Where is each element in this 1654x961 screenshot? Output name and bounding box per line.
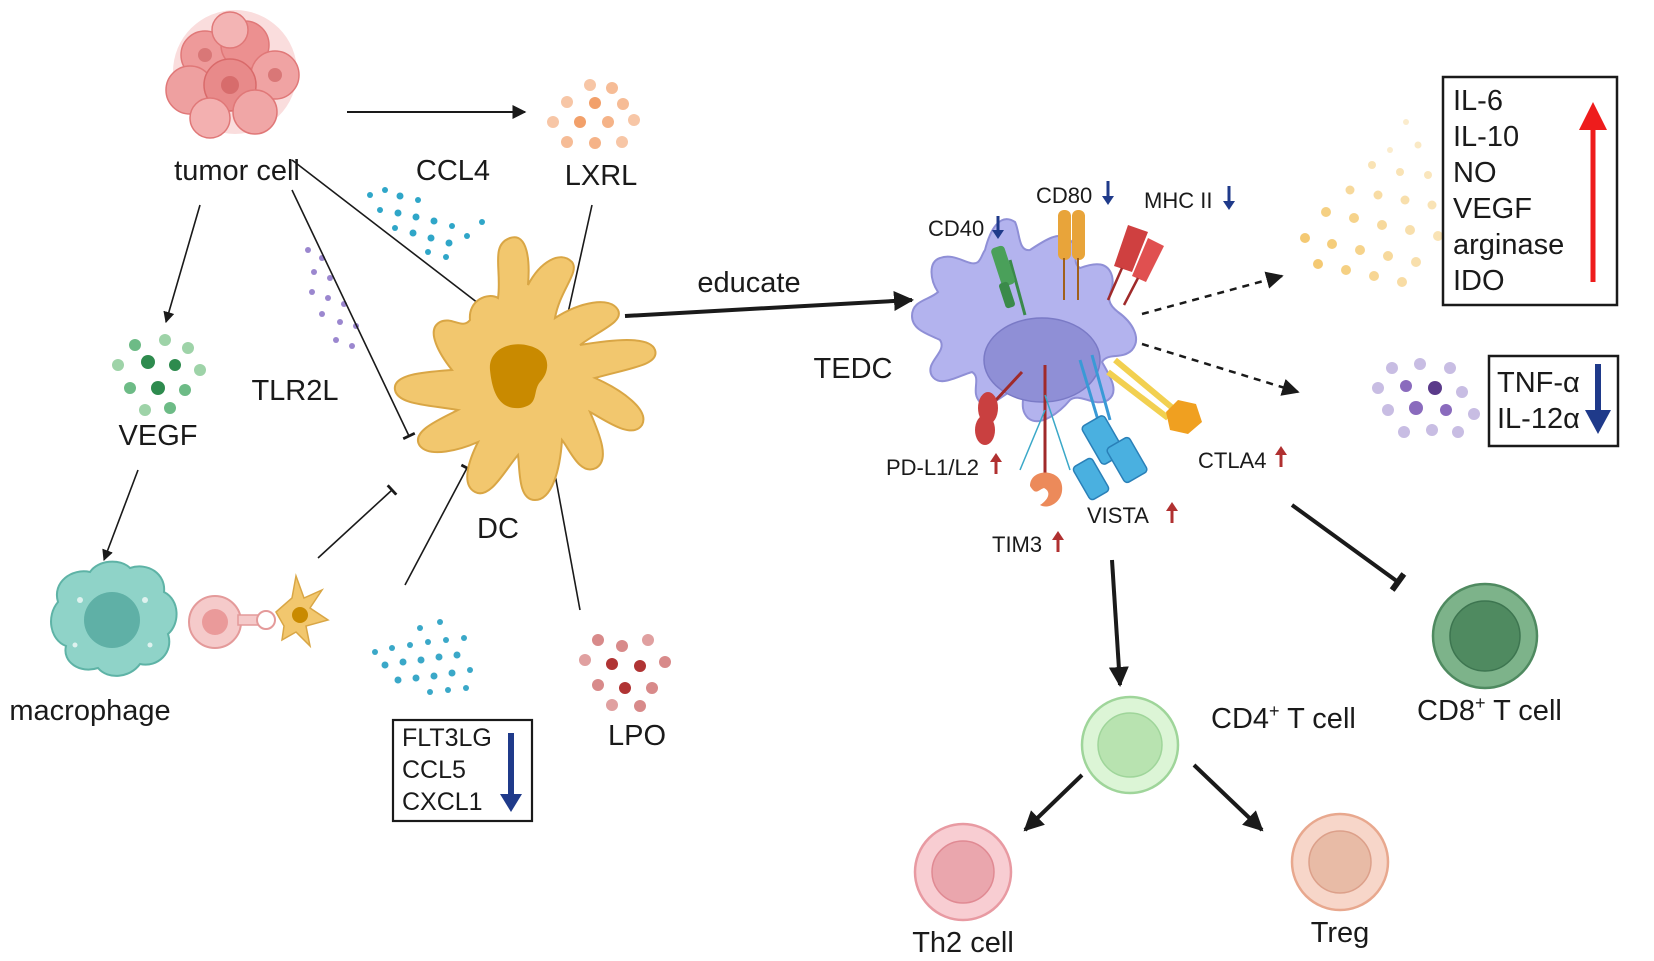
arrow-cd4-to-th2	[1023, 773, 1084, 832]
ctla4-receptor	[1106, 357, 1202, 434]
up-factor-ido: IDO	[1453, 265, 1505, 297]
tlr2l-particles	[305, 247, 359, 349]
pd-l1-receptor	[975, 370, 1024, 445]
up-factor-no: NO	[1453, 157, 1497, 189]
cd4-label: CD4+ T cell	[1211, 701, 1356, 735]
pd-l1-label: PD-L1/L2	[886, 455, 979, 480]
cd4-superscript: +	[1269, 701, 1280, 721]
vista-label: VISTA	[1087, 503, 1149, 528]
up-factor-arginase: arginase	[1453, 229, 1564, 261]
macrophage-cell	[50, 560, 178, 677]
arrow-vegf-to-macrophage	[102, 469, 139, 562]
ctla4-up-indicator	[1275, 446, 1287, 467]
cd8-tail: T cell	[1486, 695, 1562, 727]
up-factor-il10: IL-10	[1453, 121, 1519, 153]
lxrl-label: LXRL	[565, 160, 638, 192]
tumor-dc-interaction	[188, 573, 330, 649]
treg-cell	[1290, 812, 1390, 912]
up-secretion-particles	[1300, 119, 1443, 287]
tumor-educated-dc	[910, 210, 1202, 507]
up-factors-arrow	[1579, 102, 1607, 282]
cd4-tail: T cell	[1280, 703, 1356, 735]
tim3-label: TIM3	[992, 532, 1042, 557]
ctla4-label: CTLA4	[1198, 448, 1266, 473]
tumor-cell-cluster	[165, 10, 300, 139]
ccl4-particles	[367, 187, 485, 260]
down-cytokines-arrow	[1585, 364, 1611, 434]
th2-label: Th2 cell	[912, 927, 1014, 959]
educate-label: educate	[697, 267, 800, 299]
dc-label: DC	[477, 513, 519, 545]
secretion-arrow-down	[1141, 342, 1300, 396]
lpo-label: LPO	[608, 720, 666, 752]
chemokines-down-arrow	[500, 733, 522, 812]
flt3lg-particles	[372, 619, 473, 695]
inhibit-chemokines-to-dc	[404, 463, 474, 586]
tlr2l-label: TLR2L	[251, 375, 338, 407]
tumor-cell-label: tumor cell	[174, 155, 300, 187]
cd8-t-cell	[1431, 582, 1539, 690]
cd40-receptor	[991, 245, 1027, 316]
dendritic-cell	[393, 236, 657, 502]
tedc-label: TEDC	[814, 353, 893, 385]
educate-arrow	[624, 291, 914, 318]
cd80-receptor	[1058, 210, 1085, 300]
mhc-ii-receptor	[1106, 225, 1164, 306]
cd8-main: CD8	[1417, 695, 1475, 727]
cd4-t-cell	[1080, 695, 1180, 795]
cd4-main: CD4	[1211, 703, 1269, 735]
mhc-ii-down-indicator	[1223, 186, 1235, 210]
treg-label: Treg	[1311, 917, 1370, 949]
tim3-up-indicator	[1052, 531, 1064, 552]
cd80-label: CD80	[1036, 183, 1092, 208]
pd-l1-up-indicator	[990, 453, 1002, 474]
vegf-label: VEGF	[119, 420, 198, 452]
cd8-label: CD8+ T cell	[1417, 693, 1562, 727]
chemokine-flt3lg: FLT3LG	[402, 724, 492, 752]
lxrl-particles	[547, 79, 640, 149]
mhc-ii-label: MHC II	[1144, 188, 1212, 213]
secretion-arrow-up	[1141, 271, 1284, 316]
ccl4-label: CCL4	[416, 155, 490, 187]
down-cytokine-tnfa: TNF-α	[1497, 367, 1580, 399]
vista-receptor	[1072, 354, 1148, 501]
up-factor-il6: IL-6	[1453, 85, 1503, 117]
th2-cell	[913, 822, 1013, 922]
cd40-down-indicator	[992, 216, 1004, 239]
cd8-superscript: +	[1475, 693, 1486, 713]
inhibit-tedc-to-cd8	[1290, 503, 1407, 592]
vegf-particles	[112, 334, 206, 416]
inhibit-ccl4-to-dc	[291, 159, 493, 316]
down-cytokine-il12a: IL-12α	[1497, 403, 1580, 435]
up-factor-vegf: VEGF	[1453, 193, 1532, 225]
inhibit-tlr2l-to-dc	[291, 189, 416, 441]
arrow-tedc-to-cd4	[1108, 559, 1129, 687]
chemokine-ccl5: CCL5	[402, 756, 466, 784]
cd80-down-indicator	[1102, 181, 1114, 205]
inhibit-lpo-to-dc	[545, 455, 581, 611]
arrow-tumor-to-vegf	[163, 204, 201, 324]
inhibit-contact-to-dc	[317, 484, 398, 559]
down-secretion-particles	[1372, 358, 1480, 438]
arrow-cd4-to-treg	[1192, 763, 1264, 832]
tim3-receptor	[1019, 365, 1071, 507]
cd40-label: CD40	[928, 216, 984, 241]
vista-up-indicator	[1166, 502, 1178, 523]
inhibit-lxrl-to-dc	[559, 204, 593, 325]
lpo-particles	[579, 634, 671, 712]
chemokine-cxcl1: CXCL1	[402, 788, 483, 816]
macrophage-label: macrophage	[9, 695, 170, 727]
